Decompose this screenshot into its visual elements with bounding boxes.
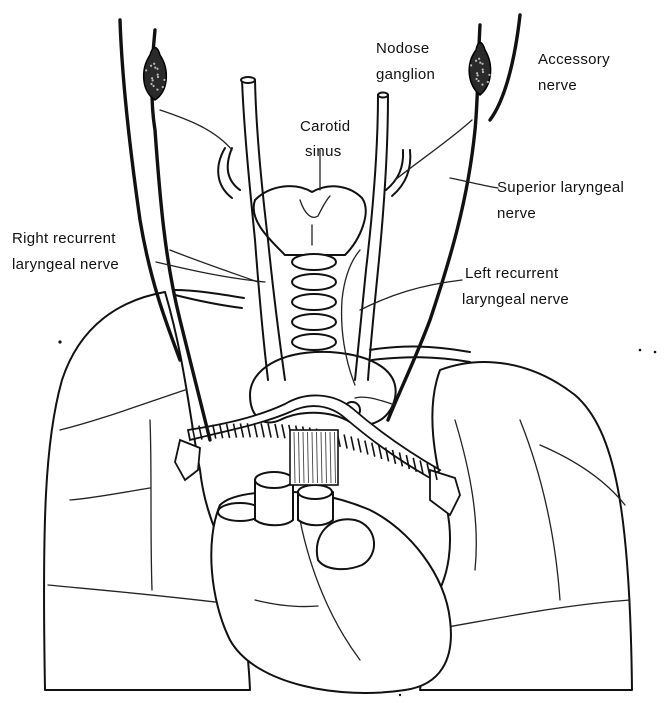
ganglion-texture <box>145 58 491 91</box>
ganglion-speckle <box>152 79 154 81</box>
ganglion-speckle <box>482 69 484 71</box>
ganglion-speckle <box>477 80 479 82</box>
tracheal-ring <box>292 274 336 290</box>
tracheal-ring <box>292 254 336 270</box>
right-lung <box>44 292 250 690</box>
bronchus-ring <box>372 443 375 457</box>
bronchus-ring <box>282 424 285 438</box>
ganglion-speckle <box>481 63 483 65</box>
ganglion-speckle <box>475 60 477 62</box>
label-right-recurrent-laryngeal-line2: laryngeal nerve <box>12 256 119 273</box>
ganglion-speckle <box>477 74 479 76</box>
ganglion-speckle <box>481 83 483 85</box>
ganglion-speckle <box>482 71 484 73</box>
label-nodose-ganglion-line2: ganglion <box>376 66 435 83</box>
ganglion-speckle <box>151 77 153 79</box>
bronchus-ring <box>351 436 354 450</box>
bronchus-ring <box>254 423 257 437</box>
label-superior-laryngeal-nerve-line2: nerve <box>497 205 536 222</box>
ganglion-speckle <box>478 58 480 60</box>
ganglion-speckle <box>162 86 164 88</box>
label-left-recurrent-laryngeal-line2: laryngeal nerve <box>462 291 569 308</box>
heart <box>211 472 451 693</box>
ganglion-speckle <box>475 78 477 80</box>
label-accessory-nerve-line2: nerve <box>538 77 577 94</box>
label-left-recurrent-laryngeal-line1: Left recurrent <box>465 265 559 282</box>
left-lung <box>420 362 632 690</box>
ganglion-speckle <box>470 64 472 66</box>
ganglion-speckle <box>157 76 159 78</box>
ganglion-speckle <box>150 65 152 67</box>
ganglion-speckle <box>488 74 490 76</box>
ganglion-speckle <box>157 74 159 76</box>
tracheal-ring <box>292 314 336 330</box>
bronchus-ring <box>268 424 271 438</box>
ganglion-speckle <box>152 85 154 87</box>
label-carotid-sinus-line1: Carotid <box>300 118 350 135</box>
ganglion-speckle <box>150 83 152 85</box>
ganglion-speckle <box>156 68 158 70</box>
ganglion-speckle <box>154 67 156 69</box>
bronchus-ring <box>365 440 368 454</box>
label-accessory-nerve-line1: Accessory <box>538 51 610 68</box>
ganglion-speckle <box>145 69 147 71</box>
bronchus-ring <box>261 423 264 437</box>
label-right-recurrent-laryngeal-line1: Right recurrent <box>12 230 116 247</box>
ganglion-speckle <box>156 88 158 90</box>
tracheal-rings <box>292 254 336 350</box>
ganglion-speckle <box>163 79 165 81</box>
tracheal-ring <box>292 294 336 310</box>
bronchus-ring <box>344 435 347 449</box>
nodose-ganglia <box>144 43 491 101</box>
ganglion-speckle <box>153 63 155 65</box>
label-nodose-ganglion-line1: Nodose <box>376 40 430 57</box>
tracheal-ring <box>292 334 336 350</box>
ganglion-speckle <box>487 81 489 83</box>
bronchus-ring <box>275 424 278 438</box>
label-superior-laryngeal-nerve-line1: Superior laryngeal <box>497 179 624 196</box>
ganglion-speckle <box>476 72 478 74</box>
bronchus-ring <box>358 438 361 452</box>
ganglion-speckle <box>479 62 481 64</box>
label-carotid-sinus-line2: sinus <box>305 143 342 160</box>
